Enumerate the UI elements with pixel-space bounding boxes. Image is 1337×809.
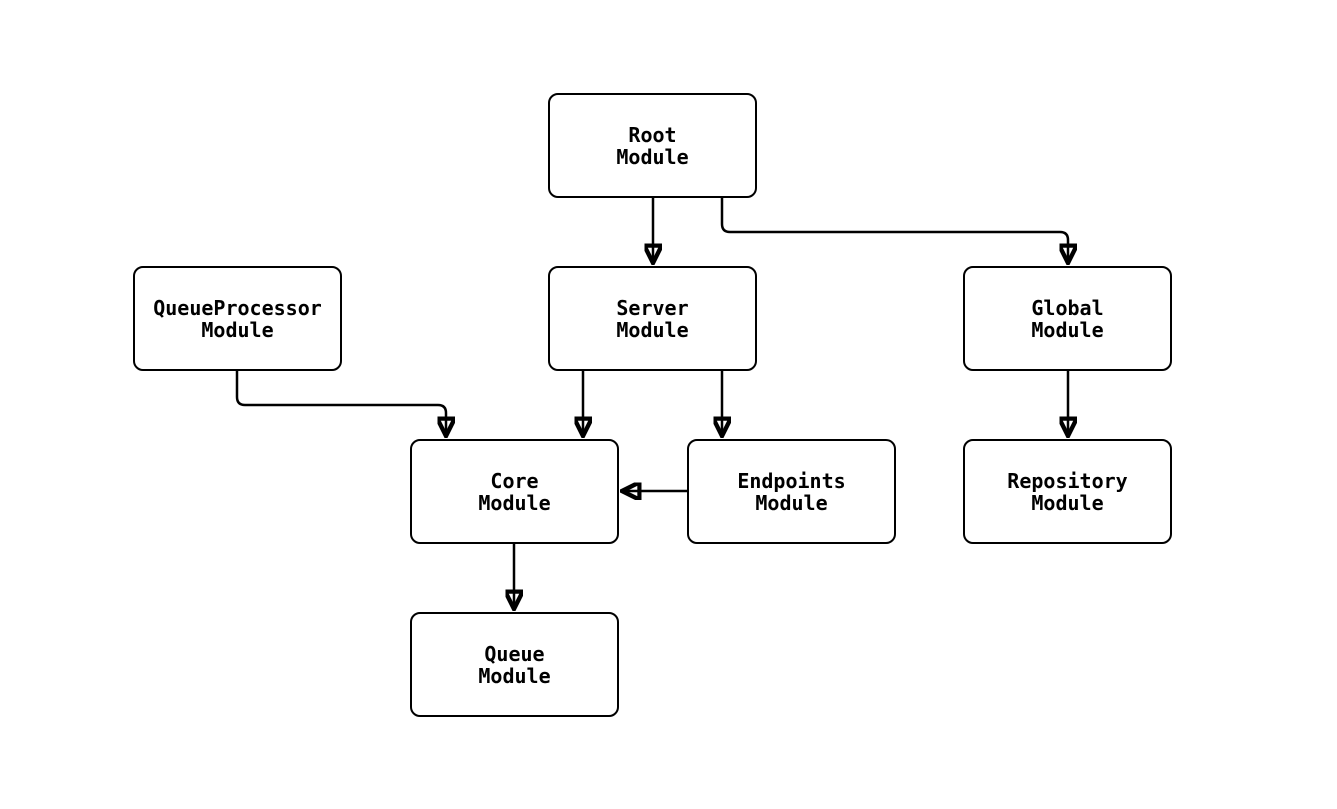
node-endpoints-module: Endpoints Module [687, 439, 896, 544]
edge-queueprocessor-to-core [235, 369, 446, 436]
node-server-module: Server Module [548, 266, 757, 371]
node-core-module: Core Module [410, 439, 619, 544]
node-queueprocessor-module-label: QueueProcessor Module [153, 295, 322, 342]
node-queue-module: Queue Module [410, 612, 619, 717]
node-repository-module-label: Repository Module [1007, 468, 1128, 515]
node-root-module-label: Root Module [616, 122, 689, 169]
node-queue-module-label: Queue Module [478, 641, 551, 688]
node-queueprocessor-module: QueueProcessor Module [133, 266, 342, 371]
node-global-module-label: Global Module [1031, 295, 1104, 342]
node-root-module: Root Module [548, 93, 757, 198]
edge-root-to-global [720, 196, 1068, 263]
node-endpoints-module-label: Endpoints Module [737, 468, 846, 515]
node-global-module: Global Module [963, 266, 1172, 371]
node-core-module-label: Core Module [478, 468, 551, 515]
node-server-module-label: Server Module [616, 295, 689, 342]
node-repository-module: Repository Module [963, 439, 1172, 544]
